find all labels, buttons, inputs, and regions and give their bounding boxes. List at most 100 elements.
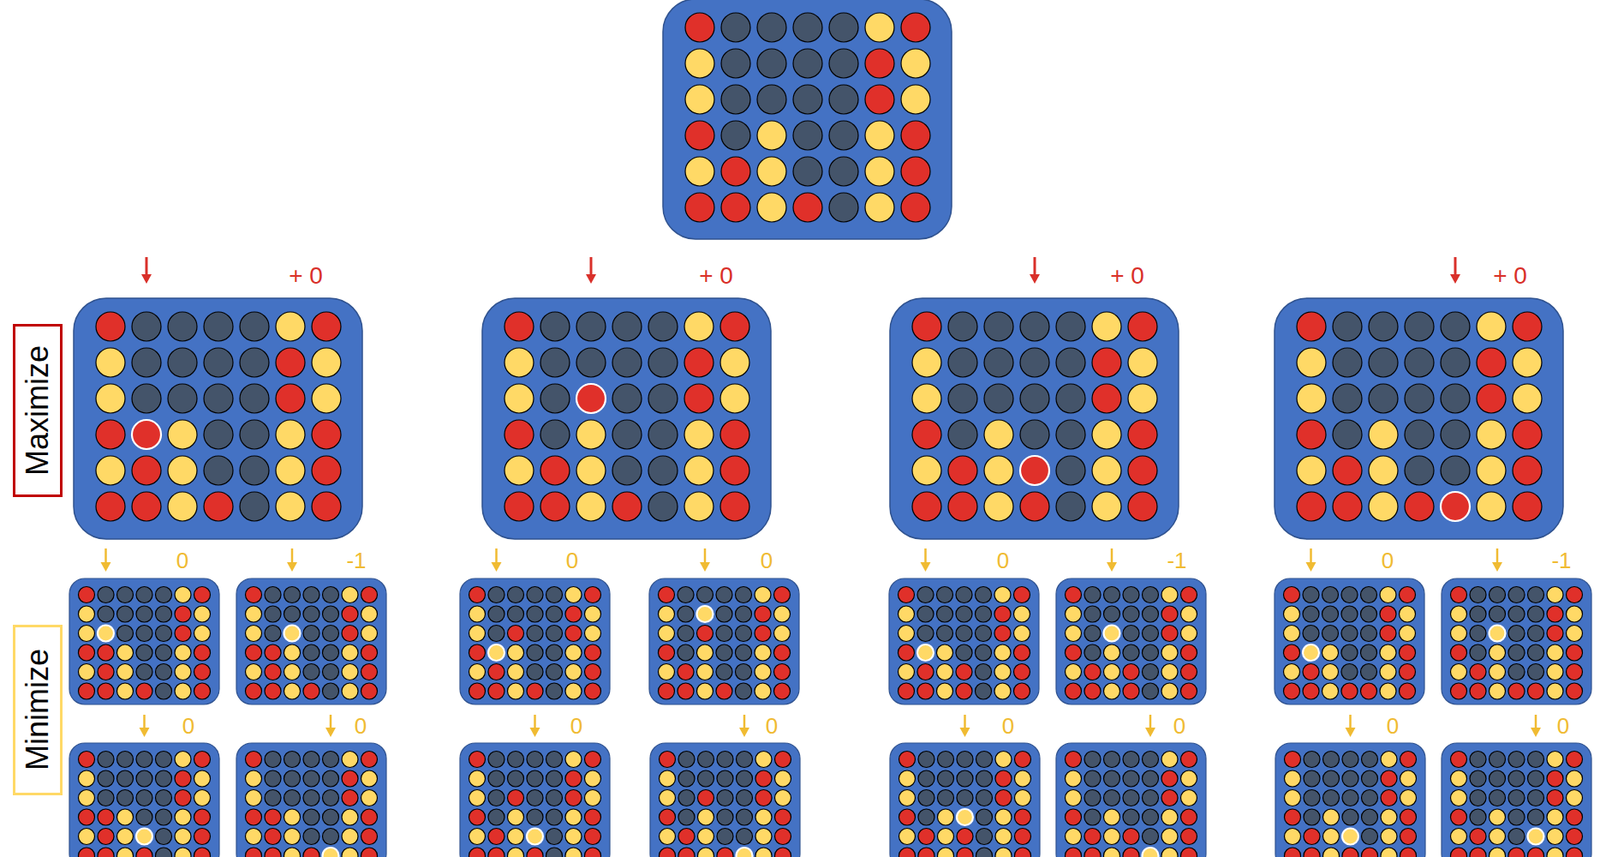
board-disc (488, 586, 505, 603)
board-disc (1546, 751, 1564, 768)
board-disc (136, 586, 153, 603)
board-disc (678, 770, 695, 787)
board-disc (155, 828, 173, 845)
board-disc (1092, 455, 1122, 485)
board-disc (1283, 644, 1301, 661)
board-disc (1296, 311, 1326, 341)
board-disc (78, 847, 96, 857)
board-disc (1014, 605, 1031, 622)
board-disc (1450, 644, 1468, 661)
board-disc (1512, 455, 1542, 485)
board-disc (976, 808, 993, 825)
board-disc (912, 455, 942, 485)
board-disc (1128, 383, 1158, 413)
board-disc (899, 808, 916, 825)
board-disc (1379, 644, 1397, 661)
board-disc (774, 586, 791, 603)
board-disc (1404, 491, 1434, 521)
last-move-disc (97, 625, 114, 642)
board-disc (716, 644, 733, 661)
board-disc (1341, 625, 1358, 642)
move-arrow-head (739, 727, 750, 737)
board-disc (1092, 383, 1122, 413)
move-arrow-shaft (1349, 714, 1352, 729)
board-disc (1014, 770, 1032, 787)
board-disc (565, 682, 582, 699)
board-disc (755, 847, 772, 857)
board-disc (1508, 770, 1525, 787)
board-frame (662, 0, 952, 239)
board-disc (1084, 751, 1101, 768)
board-disc (1020, 311, 1050, 341)
board-disc (194, 586, 211, 603)
board-disc (918, 847, 935, 857)
board-disc (117, 586, 134, 603)
board-disc (677, 682, 694, 699)
board-disc (1489, 789, 1506, 806)
board-disc (469, 808, 486, 825)
board-disc (995, 770, 1012, 787)
board-disc (937, 751, 955, 768)
board-disc (918, 789, 935, 806)
board-disc (1056, 347, 1086, 377)
board-disc (546, 808, 563, 825)
board-disc (1380, 828, 1398, 845)
board-disc (955, 605, 973, 622)
board-disc (155, 605, 173, 622)
board-frame (1056, 742, 1206, 857)
board (236, 742, 387, 857)
board-disc (488, 663, 505, 681)
board-disc (194, 663, 211, 681)
board-disc (918, 770, 935, 787)
last-move-disc (576, 383, 606, 413)
board-disc (793, 48, 823, 78)
board-disc (698, 808, 715, 825)
board-disc (1065, 625, 1082, 642)
board-disc (194, 770, 211, 787)
board-disc (507, 682, 525, 699)
board-disc (793, 84, 823, 114)
board-disc (1020, 491, 1050, 521)
board-frame (1275, 742, 1426, 857)
board-disc (899, 847, 916, 857)
board-disc (284, 751, 301, 768)
board-disc (865, 84, 895, 114)
board-disc (1128, 491, 1158, 521)
board-disc (1142, 770, 1159, 787)
board-disc (1084, 663, 1101, 681)
last-move-disc (1302, 644, 1320, 661)
board-disc (540, 491, 570, 521)
move-arrow-head (530, 727, 541, 737)
board-disc (1323, 770, 1340, 787)
min-score: 0 (1557, 713, 1570, 739)
board-disc (736, 751, 753, 768)
board-disc (585, 644, 602, 661)
board-disc (526, 789, 544, 806)
board-disc (136, 682, 153, 699)
board-disc (97, 644, 114, 661)
board-disc (303, 828, 320, 845)
move-arrow-head (139, 727, 150, 737)
board-disc (994, 586, 1011, 603)
board-disc (303, 586, 320, 603)
board-disc (1566, 663, 1583, 681)
board-disc (1122, 625, 1140, 642)
board-disc (203, 419, 233, 449)
board-disc (898, 586, 915, 603)
board-disc (955, 625, 973, 642)
move-arrow-head (920, 561, 932, 572)
board-disc (995, 789, 1012, 806)
board-disc (735, 663, 753, 681)
board-disc (1379, 663, 1397, 681)
board-disc (716, 847, 734, 857)
board-disc (507, 625, 525, 642)
board-disc (612, 455, 642, 485)
board-disc (1065, 682, 1082, 699)
board-disc (1332, 311, 1362, 341)
board-disc (716, 605, 733, 622)
board-disc (698, 828, 715, 845)
board-disc (341, 586, 359, 603)
board-disc (648, 347, 678, 377)
board-disc (322, 828, 340, 845)
board-disc (1528, 751, 1545, 768)
